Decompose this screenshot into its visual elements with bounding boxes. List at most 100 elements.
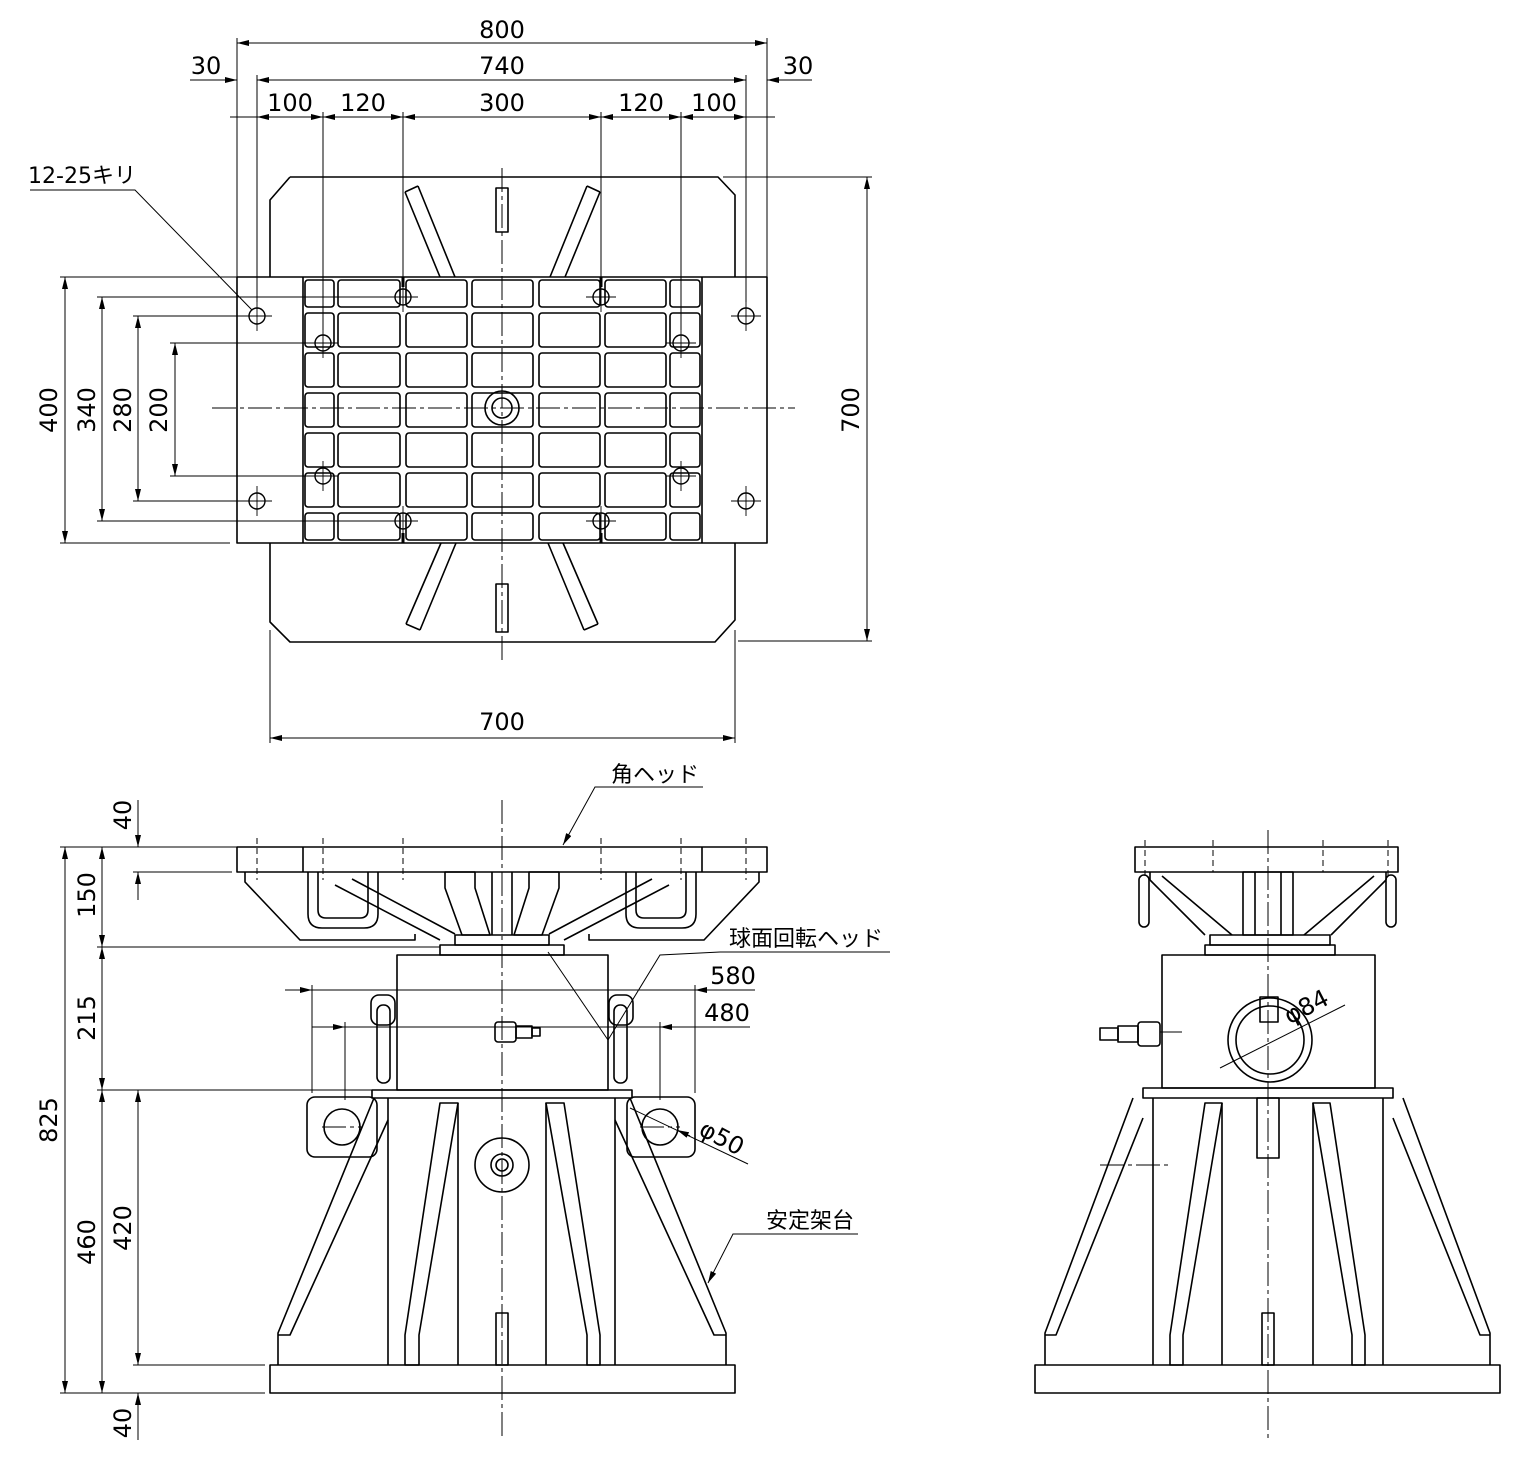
center-column — [491, 872, 513, 935]
bottom-brace-right — [547, 542, 599, 631]
t-slot-grid-cell — [304, 312, 335, 348]
stand-base-plate — [269, 1364, 736, 1394]
stand-leg-right — [614, 1097, 727, 1365]
eyebolt-right — [613, 1004, 628, 1084]
side-bracket-left — [1149, 872, 1233, 936]
t-slot-grid-cell — [405, 352, 468, 388]
t-slot-grid-cell — [604, 472, 667, 508]
t-slot-grid-cell — [405, 312, 468, 348]
eyebolt-bracket-right — [608, 994, 634, 1026]
t-slot-grid-cell — [604, 432, 667, 468]
dim-text-stand-body-height: 420 — [109, 1205, 137, 1251]
t-slot-grid-cell — [304, 352, 335, 388]
label-spherical-head: 球面回転ヘッド — [729, 927, 883, 952]
top-brace-left — [404, 185, 456, 278]
t-slot-grid-cell — [604, 352, 667, 388]
head-bracket-right — [588, 872, 760, 941]
t-slot-grid-cell — [405, 512, 468, 541]
dim-text-overall-width: 800 — [479, 16, 525, 44]
t-slot-grid-cell — [669, 512, 701, 541]
t-slot-grid-cell — [337, 352, 401, 388]
stand-top-band — [371, 1089, 633, 1099]
side-stud-right — [1385, 874, 1397, 928]
t-slot-grid-cell — [304, 392, 335, 428]
eyebolt-bracket-left — [370, 994, 396, 1026]
t-slot-grid-cell — [405, 279, 468, 308]
dim-text-body-height: 215 — [73, 995, 101, 1041]
label-square-head: 角ヘッド — [611, 763, 699, 788]
t-slot-grid-cell — [337, 472, 401, 508]
dim-text-base-depth: 700 — [837, 387, 865, 433]
dim-text-base-width: 700 — [479, 708, 525, 736]
t-slot-grid-cell — [337, 512, 401, 541]
leader-square-head — [562, 786, 703, 846]
valve-tip — [1099, 1027, 1119, 1041]
t-slot-grid-cell — [604, 312, 667, 348]
t-slot-grid-cell — [538, 512, 601, 541]
dim-text-plate-thickness: 40 — [109, 800, 137, 831]
fitting-tip — [531, 1027, 541, 1037]
dim-text-pitch-1: 100 — [267, 89, 313, 117]
top-brace-right — [549, 185, 601, 278]
leader-stand — [707, 1233, 858, 1284]
dim-text-lug-span: 580 — [710, 962, 756, 990]
dim-text-stand-height: 460 — [73, 1219, 101, 1265]
t-slot-grid-cell — [604, 279, 667, 308]
plate-pad-lines — [302, 847, 703, 872]
extension-lines-left — [60, 276, 390, 544]
t-slot-grid-cell — [337, 392, 401, 428]
t-slot-grid-cell — [405, 432, 468, 468]
bore-outer — [1227, 997, 1313, 1083]
stand-body-sides — [387, 1098, 616, 1365]
diameter-leader-phi84 — [1219, 1004, 1346, 1069]
center-boss-inner — [495, 1158, 509, 1172]
eyebolt-left — [376, 1004, 391, 1084]
dim-text-hole-pitch-width: 740 — [479, 52, 525, 80]
t-slot-grid-cell — [405, 392, 468, 428]
dim-text-pitch-2: 120 — [340, 89, 386, 117]
hole-callout-leader — [30, 189, 253, 311]
label-stand: 安定架台 — [766, 1209, 854, 1234]
side-view: φ84 — [1034, 830, 1501, 1440]
center-boss-middle — [490, 1153, 514, 1177]
side-stud-left — [1138, 874, 1150, 928]
t-slot-grid-cell — [538, 352, 601, 388]
t-slot-grid-cell — [669, 472, 701, 508]
dim-text-pitch-3: 300 — [479, 89, 525, 117]
t-slot-grid-cell — [337, 279, 401, 308]
side-center-column-inner — [1254, 872, 1282, 935]
dim-text-lug-pitch: 480 — [704, 999, 750, 1027]
side-stand-body-sides — [1152, 1098, 1384, 1365]
bore-key — [1259, 996, 1279, 1023]
bore-inner — [1235, 1005, 1305, 1075]
dim-text-edge-right: 30 — [783, 52, 814, 80]
t-slot-grid-cell — [337, 432, 401, 468]
t-slot-grid-cell — [304, 512, 335, 541]
side-stand-leg-right — [1392, 1097, 1491, 1365]
plate-end-pad-lines — [302, 277, 703, 543]
t-slot-grid-cell — [304, 472, 335, 508]
side-stand-base-plate — [1034, 1364, 1501, 1394]
t-slot-grid-cell — [669, 279, 701, 308]
t-slot-grid-cell — [669, 312, 701, 348]
dim-text-edge-left: 30 — [191, 52, 222, 80]
lug-left — [306, 1096, 378, 1158]
t-slot-grid-cell — [669, 352, 701, 388]
plate-hidden-holes — [256, 838, 747, 880]
u-handle-right — [625, 872, 697, 929]
dim-text-pitch-depth-3: 200 — [145, 387, 173, 433]
dim-text-pitch-depth-1: 340 — [73, 387, 101, 433]
t-slot-grid-cell — [538, 472, 601, 508]
head-bracket-left — [244, 872, 416, 941]
side-plate-hidden-lines — [1144, 840, 1389, 880]
t-slot-grid-cell — [538, 312, 601, 348]
t-slot-grid-cell — [604, 392, 667, 428]
extension-lines-base — [269, 176, 872, 743]
top-view: 800 740 30 30 100 120 300 120 100 12-25キ… — [28, 16, 872, 743]
center-boss-outer — [474, 1137, 530, 1193]
front-view: 40 150 215 825 460 420 40 580 480 φ50 角ヘ… — [35, 763, 890, 1440]
hole-callout-text: 12-25キリ — [28, 164, 136, 189]
t-slot-grid-cell — [538, 392, 601, 428]
head-rib-left — [334, 878, 456, 941]
